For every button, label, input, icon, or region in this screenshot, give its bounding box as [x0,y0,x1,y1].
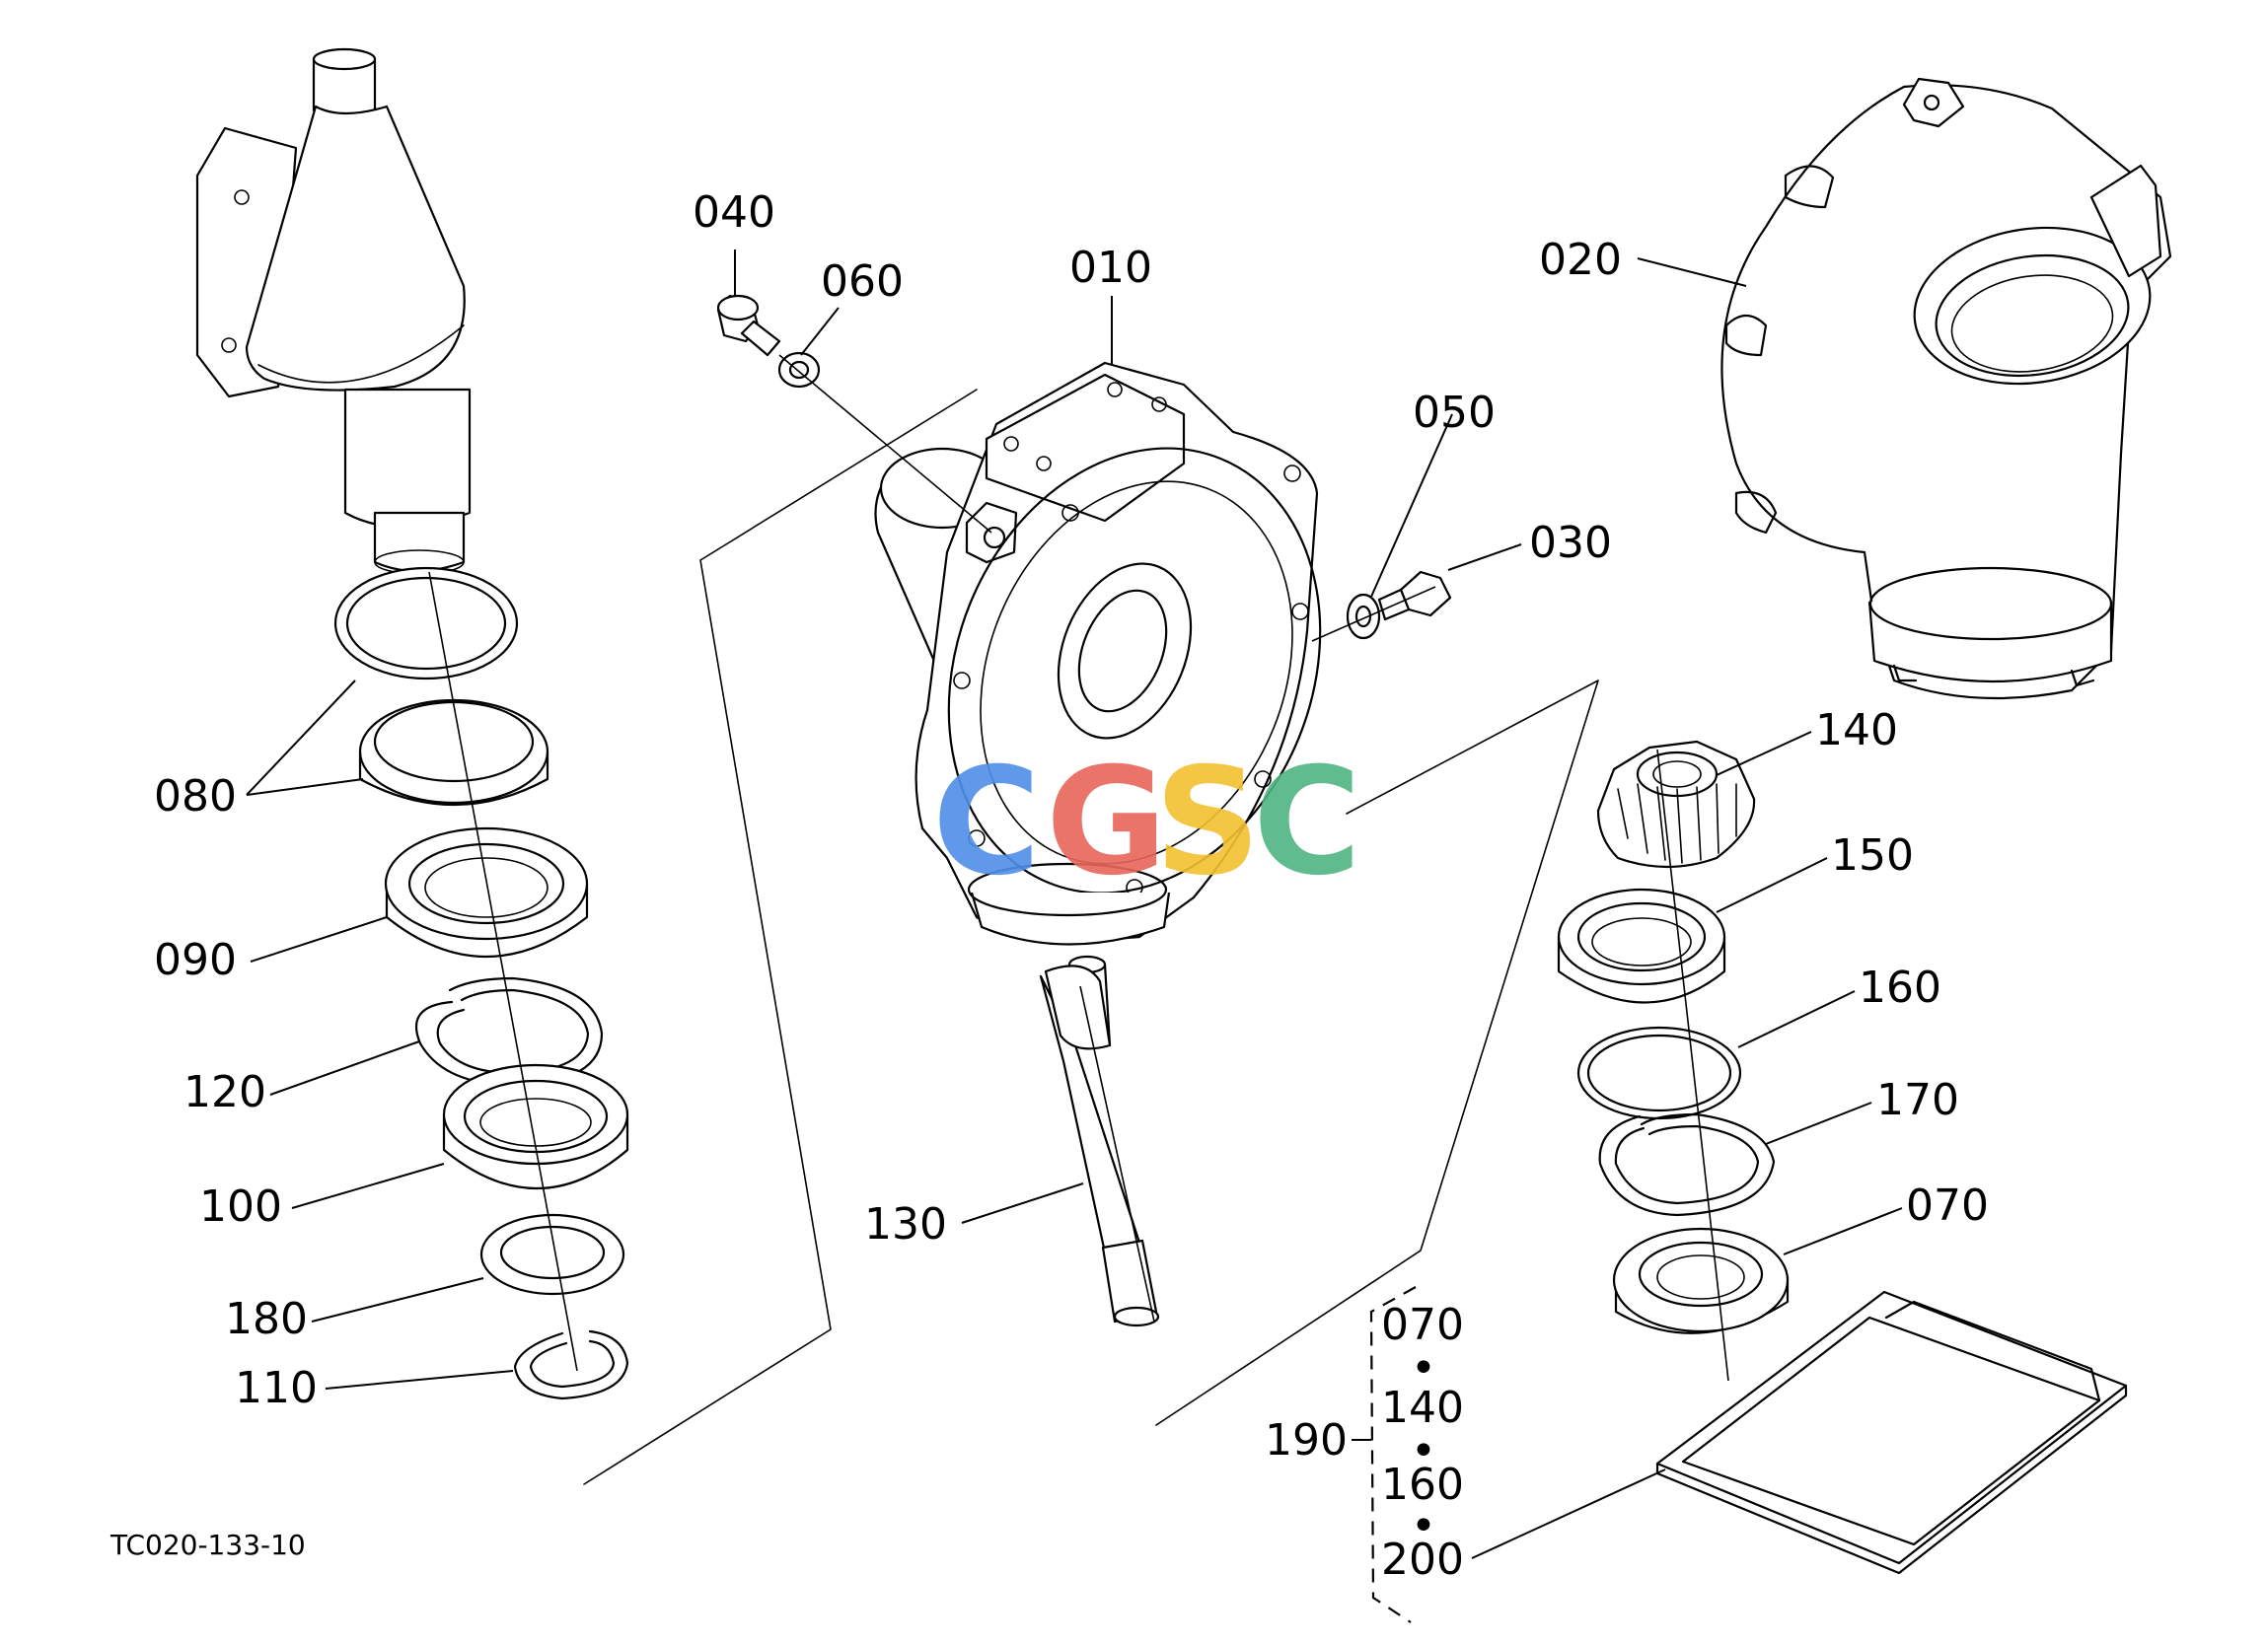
washer-050 [1346,593,1381,640]
repair-kit-bag-200 [1655,1290,2128,1575]
label-040: 040 [693,187,775,238]
bevel-gear-140 [1596,740,1756,869]
watermark-logo: C G S C [932,737,1361,908]
label-100: 100 [199,1181,282,1232]
kit-item-140: 140 [1381,1383,1464,1433]
label-020: 020 [1539,235,1622,285]
label-110: 110 [235,1363,318,1413]
kit-item-200: 200 [1381,1535,1464,1585]
label-190: 190 [1265,1415,1348,1466]
label-070: 070 [1906,1181,1989,1231]
seal-080-lower [358,698,549,806]
label-180: 180 [225,1294,308,1344]
label-090: 090 [154,935,237,985]
bearing-100 [442,1063,629,1189]
snap-ring-170 [1598,1112,1776,1217]
bearing-090 [384,826,589,959]
oil-seal-070 [1612,1227,1790,1334]
label-060: 060 [821,256,904,307]
gear-case-010 [874,361,1322,946]
label-120: 120 [183,1067,266,1117]
gear-case-020 [1720,77,2172,700]
label-150: 150 [1831,830,1914,881]
label-130: 130 [864,1199,947,1250]
kit-separator: • [1411,1501,1436,1551]
washer-180 [479,1213,625,1296]
kit-item-160: 160 [1381,1460,1464,1510]
snap-ring-110 [513,1329,629,1400]
drawing-code: TC020-133-10 [110,1529,306,1561]
label-140: 140 [1815,705,1898,755]
plug-bolt-040 [716,294,781,357]
leader-lines [246,250,1903,1559]
shim-160 [1576,1026,1742,1120]
bearing-150 [1557,888,1726,1004]
label-030: 030 [1529,518,1612,568]
washer-060 [777,351,821,389]
snap-ring-120 [414,976,604,1087]
shaft-130 [1039,955,1160,1327]
label-080: 080 [154,771,237,822]
label-010: 010 [1069,243,1152,293]
watermark-letter: C [932,737,1041,908]
kit-separator: • [1411,1426,1436,1476]
kit-contents-list: 070 • 140 • 160 • 200 [1381,1300,1464,1585]
upper-shaft-housing [195,47,472,575]
watermark-letter: C [1253,737,1361,908]
kit-item-070: 070 [1381,1300,1464,1350]
label-170: 170 [1876,1075,1959,1125]
watermark-letter: G [1046,737,1167,908]
watermark-letter: S [1154,737,1261,908]
seal-080-upper [333,566,519,680]
label-050: 050 [1413,388,1496,438]
kit-separator: • [1411,1343,1436,1394]
label-160: 160 [1859,963,1941,1013]
